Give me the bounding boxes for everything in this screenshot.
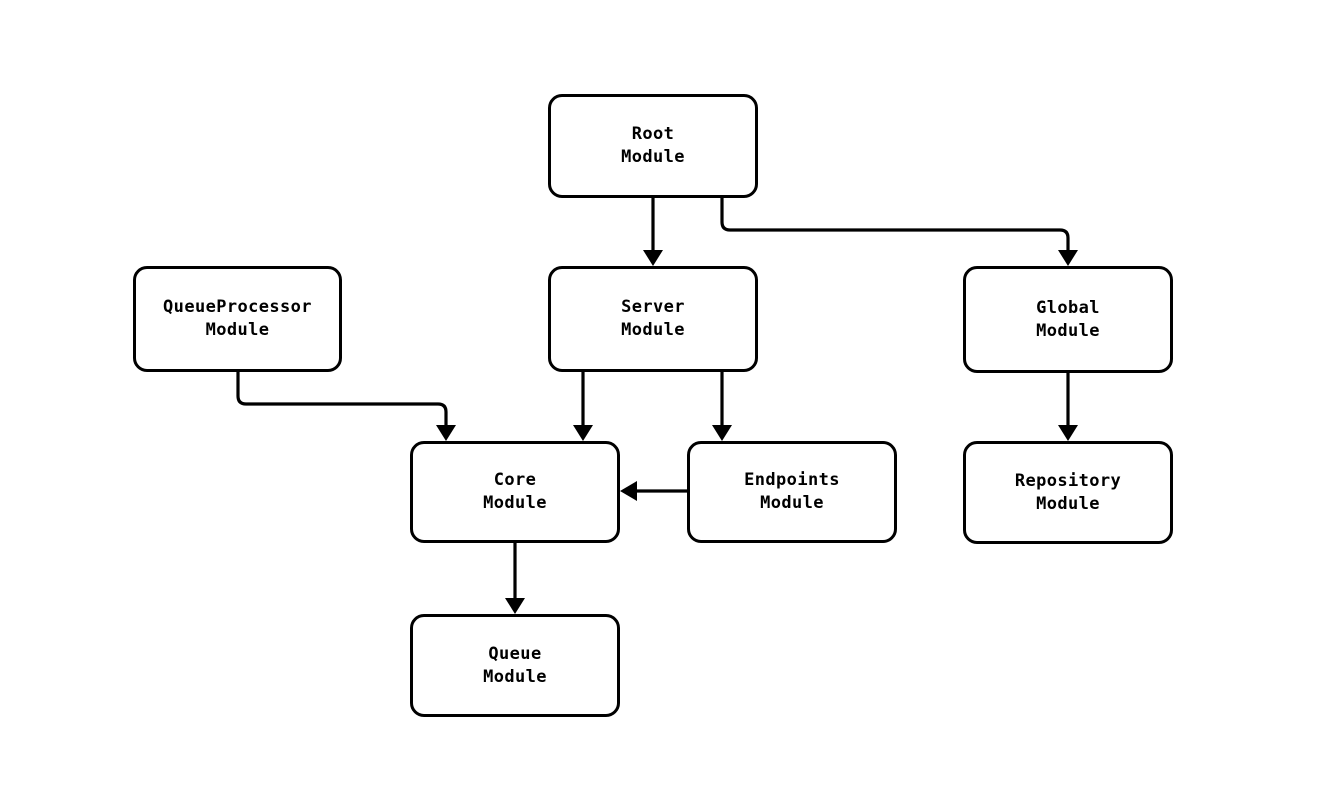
edge-root-global [720,198,1078,266]
node-server-module[interactable]: Server Module [548,266,758,372]
node-global-module[interactable]: Global Module [963,266,1173,373]
edge-endpoints-core [620,481,687,501]
node-global-module-label-line1: Global [1036,297,1100,318]
node-queue-module-label-line1: Queue [488,643,542,664]
node-endpoints-module-label-line2: Module [760,493,824,513]
node-queueprocessor-module-label-line1: QueueProcessor [163,297,312,317]
edge-root-server [643,198,663,266]
node-queue-module-label-line2: Module [483,666,547,687]
edge-queueprocessor-core [236,372,456,441]
edge-core-queue [505,543,525,614]
node-endpoints-module-label-line1: Endpoints [744,470,840,490]
edge-server-core [573,372,593,441]
edge-server-endpoints [712,372,732,441]
node-server-module-label-line2: Module [621,320,685,340]
node-queueprocessor-module-label-line2: Module [205,320,270,340]
node-root-module-label-line1: Root [631,124,675,144]
node-queue-module[interactable]: Queue Module [410,614,620,717]
node-root-module[interactable]: Root Module [548,94,758,198]
node-core-module[interactable]: Core Module [410,441,620,543]
node-endpoints-module[interactable]: Endpoints Module [687,441,897,543]
node-core-module-label-line1: Core [493,470,537,490]
node-repository-module[interactable]: Repository Module [963,441,1173,544]
node-root-module-label-line2: Module [621,147,685,167]
node-repository-module-label-line2: Module [1036,493,1100,514]
node-repository-module-label-line1: Repository [1014,470,1122,491]
node-core-module-label-line2: Module [483,493,547,513]
edge-global-repository [1058,373,1078,441]
node-global-module-label-line2: Module [1036,320,1100,341]
node-queueprocessor-module[interactable]: QueueProcessor Module [133,266,342,372]
node-server-module-label-line1: Server [621,297,685,317]
